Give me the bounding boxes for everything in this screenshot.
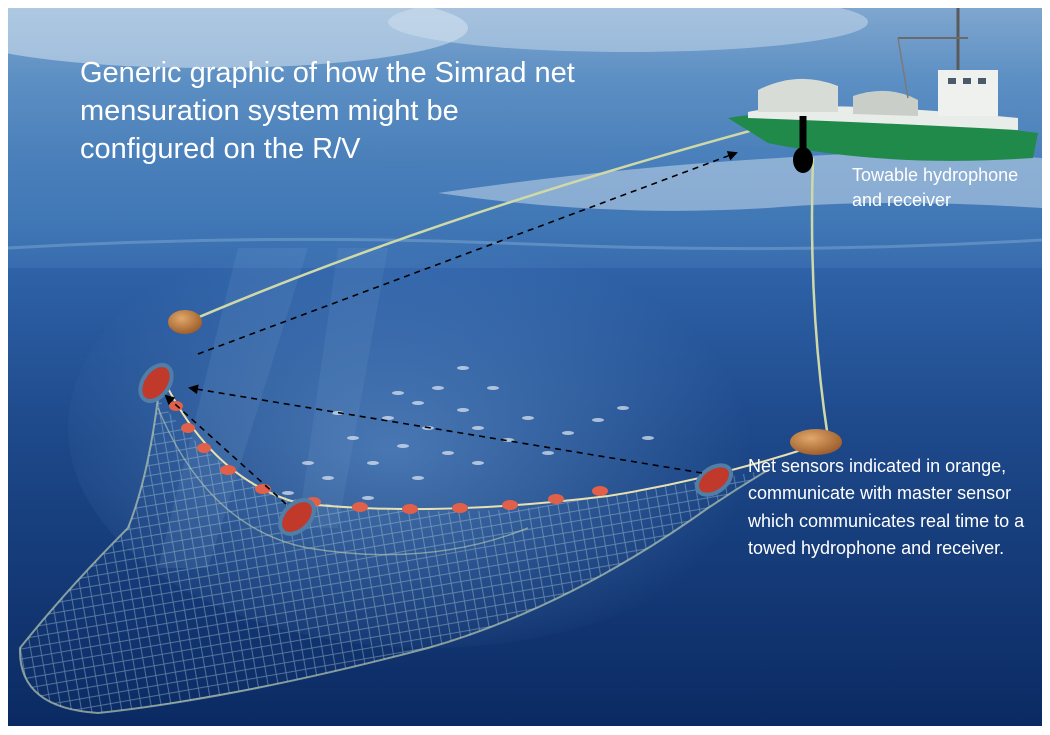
cloud [388, 8, 868, 52]
diagram-frame: Generic graphic of how the Simrad net me… [8, 8, 1042, 726]
warp-line [810, 157, 830, 439]
trawl-illustration [8, 8, 1042, 726]
wake [438, 153, 1042, 211]
diagram-title: Generic graphic of how the Simrad net me… [80, 57, 575, 165]
trawl-net [19, 398, 768, 713]
trawl-door [168, 310, 202, 334]
cloud [8, 8, 468, 68]
net-sensor [694, 463, 734, 497]
trawl-door [790, 429, 842, 455]
arrow-from-wing-sensor [188, 384, 703, 474]
signal-arrows [164, 151, 738, 505]
hydrophone-label: Towable hydrophone and receiver [852, 165, 1019, 210]
sensor-description: Net sensors indicated in orange, communi… [748, 456, 1025, 559]
master-sensor [138, 362, 174, 404]
hydrophone-icon [793, 116, 813, 173]
arrow-from-footrope-sensor [164, 394, 287, 505]
net-sensor [278, 498, 316, 536]
warp-line [177, 124, 769, 328]
light-ray [298, 248, 388, 528]
fish-school [282, 366, 654, 500]
net-outline [157, 407, 529, 556]
arrow-to-hydrophone [197, 151, 738, 355]
net-outline [18, 397, 769, 715]
